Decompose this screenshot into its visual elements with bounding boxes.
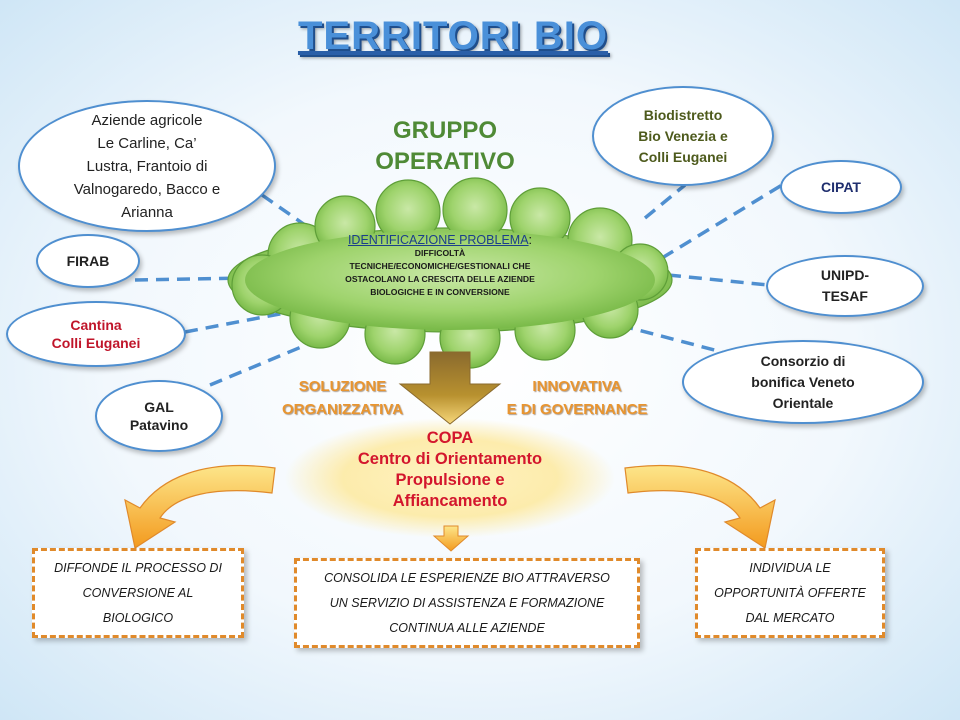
outcome-line: OPPORTUNITÀ OFFERTE [714, 585, 866, 600]
oval-line: GAL [144, 399, 174, 415]
oval-line: Consorzio di [760, 352, 846, 369]
oval-line: Colli Euganei [51, 335, 141, 351]
problem-line: TECNICHE/ECONOMICHE/GESTIONALI CHE [349, 261, 531, 271]
solution-line: INNOVATIVA [532, 378, 622, 395]
copa-line: Propulsione e [395, 471, 505, 489]
connector-cipat [661, 183, 783, 260]
oval-line: Le Carline, Ca’ [97, 134, 197, 152]
outcome-box-right: INDIVIDUA LE OPPORTUNITÀ OFFERTE DAL MER… [695, 548, 885, 638]
outcome-line: UN SERVIZIO DI ASSISTENZA E FORMAZIONE [329, 595, 605, 610]
oval-line: Biodistretto [643, 106, 723, 123]
problem-line: BIOLOGICHE E IN CONVERSIONE [370, 287, 510, 297]
oval-line: UNIPD- [820, 267, 870, 283]
left-curved-arrow [124, 464, 276, 549]
oval-line: Colli Euganei [638, 148, 728, 165]
problem-heading-colon: : [528, 233, 533, 247]
small-down-arrow [432, 525, 470, 552]
oval-line: Valnogaredo, Bacco e [73, 180, 221, 198]
copa-label: COPA Centro di Orientamento Propulsione … [300, 428, 600, 512]
oval-line: FIRAB [66, 253, 110, 269]
group-title: GRUPPO OPERATIVO [350, 115, 540, 177]
partner-unipd-tesaf: UNIPD- TESAF [766, 255, 924, 317]
oval-line: Arianna [121, 203, 173, 221]
down-arrow [398, 351, 502, 425]
copa-line: Affiancamento [392, 492, 508, 510]
partner-gal: GAL Patavino [95, 380, 223, 452]
copa-glow [285, 418, 615, 538]
oval-line: Patavino [129, 417, 189, 433]
partner-cantina: Cantina Colli Euganei [6, 301, 186, 367]
outcome-box-center: CONSOLIDA LE ESPERIENZE BIO ATTRAVERSO U… [294, 558, 640, 648]
copa-line: COPA [426, 429, 474, 447]
outcome-line: CONTINUA ALLE AZIENDE [389, 620, 545, 635]
solution-left-label: SOLUZIONE ORGANIZZATIVA [270, 375, 415, 421]
partner-consorzio: Consorzio di bonifica Veneto Orientale [682, 340, 924, 424]
connector-biodistretto [643, 183, 687, 220]
outcome-line: CONVERSIONE AL [82, 585, 194, 600]
oval-line: Aziende agricole [91, 111, 203, 129]
solution-right-label: INNOVATIVA E DI GOVERNANCE [488, 375, 666, 421]
outcome-line: CONSOLIDA LE ESPERIENZE BIO ATTRAVERSO [324, 570, 610, 585]
outcome-box-left: DIFFONDE IL PROCESSO DI CONVERSIONE AL B… [32, 548, 244, 638]
group-title-line: GRUPPO [392, 117, 497, 144]
outcome-line: INDIVIDUA LE [749, 560, 831, 575]
connector-firab [134, 276, 246, 282]
connector-aziende [260, 193, 307, 227]
group-title-line: OPERATIVO [375, 148, 515, 175]
oval-line: Lustra, Frantoio di [86, 157, 208, 175]
connector-unipd [667, 273, 769, 287]
copa-line: Centro di Orientamento [357, 450, 543, 468]
partner-cipat: CIPAT [780, 160, 902, 214]
problem-heading-text: IDENTIFICAZIONE PROBLEMA [347, 233, 529, 247]
partner-biodistretto: Biodistretto Bio Venezia e Colli Euganei [592, 86, 774, 186]
solution-line: SOLUZIONE [298, 378, 387, 395]
oval-line: Bio Venezia e [638, 127, 728, 144]
oval-line: CIPAT [821, 179, 861, 195]
outcome-line: BIOLOGICO [102, 610, 174, 625]
problem-line: DIFFICOLTÀ [414, 248, 466, 258]
solution-line: E DI GOVERNANCE [506, 401, 648, 418]
page-title: TERRITORI BIO [297, 14, 609, 58]
problem-line: OSTACOLANO LA CRESCITA DELLE AZIENDE [345, 274, 535, 284]
oval-line: bonifica Veneto [751, 373, 855, 390]
solution-line: ORGANIZZATIVA [281, 401, 404, 418]
outcome-line: DIFFONDE IL PROCESSO DI [54, 560, 222, 575]
problem-text: IDENTIFICAZIONE PROBLEMA: DIFFICOLTÀ TEC… [300, 234, 580, 299]
outcome-line: DAL MERCATO [745, 610, 835, 625]
problem-heading: IDENTIFICAZIONE PROBLEMA: [300, 234, 580, 247]
partner-aziende-agricole: Aziende agricole Le Carline, Ca’ Lustra,… [18, 100, 276, 232]
connector-cantina [184, 310, 291, 334]
partner-firab: FIRAB [36, 234, 140, 288]
oval-line: Orientale [772, 394, 834, 411]
oval-line: TESAF [822, 288, 868, 304]
right-curved-arrow [624, 464, 776, 549]
oval-line: Cantina [70, 317, 122, 333]
